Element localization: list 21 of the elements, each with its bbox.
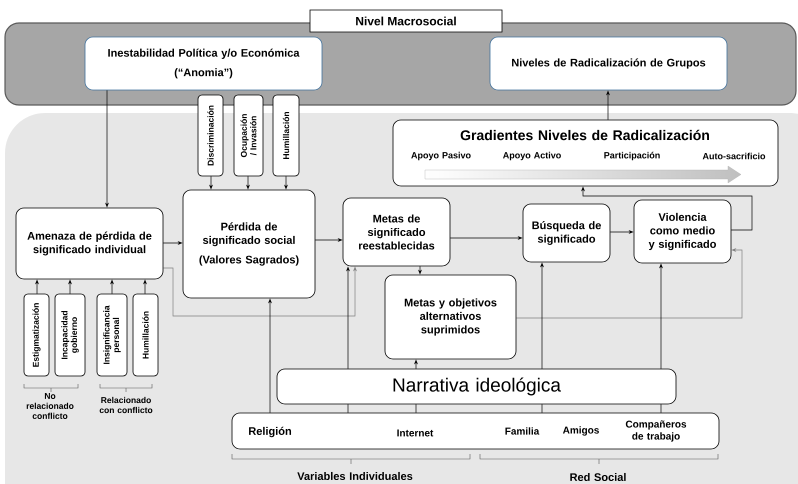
factor-box: Estigmatización [24,294,50,376]
factor-box: Insignificancia personal [96,294,128,376]
process-box: Niveles de Radicalización de Grupos [490,36,728,90]
factor-box: Humillación [272,94,300,176]
group-label: Red Social [570,472,626,482]
factor-box: Incapacidad gobierno [54,294,86,376]
process-box: Metas y objetivos alternativos suprimidos [384,274,516,360]
group-label: No relacionado conflicto [26,393,74,419]
group-label: Variables Individuales [297,472,412,480]
group-label: Relacionado con conflicto [100,396,152,414]
process-box: Amenaza de pérdida de significado individual [16,208,164,280]
process-box: Metas de significado reestablecidas [342,198,450,266]
factor-box: Humillación [132,294,158,376]
process-box: Búsqueda de significado [522,204,610,262]
factor-box: Ocupación / Invasión [234,94,264,176]
process-box: Violencia como medio y significado [634,200,732,264]
process-box: Religión Internet Familia Amigos Compañeros de trabajo [232,412,720,450]
process-box: Inestabilidad Política y/o Económica (“Anomia”) [84,36,322,90]
factor-box: Discriminación [198,94,224,176]
process-box: Pérdida de significado social (Valores Sagrados) [182,190,316,298]
process-box: Narrativa ideológica [276,368,676,404]
